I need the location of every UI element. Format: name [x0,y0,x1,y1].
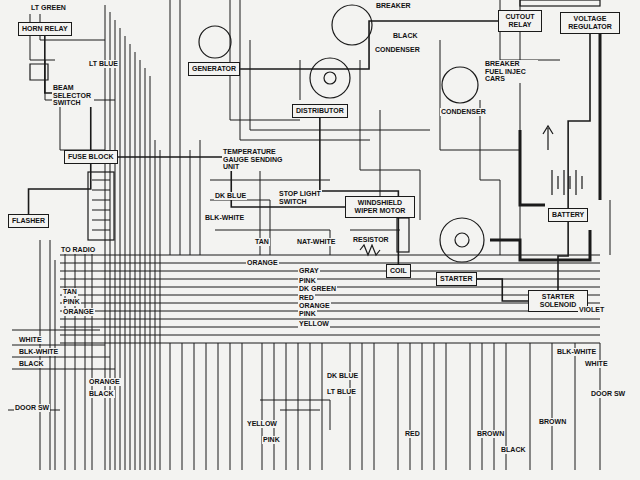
wire-label: BROWN [538,418,567,426]
wire-label: BLACK [500,446,527,454]
wire-label: CONDENSER [440,108,487,116]
wire-label: TEMPERATURE GAUGE SENDING UNIT [222,148,296,171]
resistor-symbol [360,245,380,255]
component-name: CUTOUT RELAY [502,13,538,29]
wire-label: BEAM SELECTOR SWITCH [52,84,94,107]
wire-label: PINK [62,298,81,306]
starter-hub [455,233,469,247]
wire-label: DK BLUE [326,372,359,380]
component-box: VOLTAGE REGULATOR [560,12,620,34]
wire-label: BROWN [476,430,505,438]
battery-cable [490,20,600,260]
distributor-center [324,72,336,84]
component-box: STARTER [436,272,477,286]
wire-group [8,0,610,470]
wire-label: PINK [298,310,317,318]
component-name: STARTER SOLENOID [532,293,584,309]
breaker-symbol [332,5,372,45]
far-left-wires [8,14,115,470]
wire-label: ORANGE [62,308,95,316]
component-name: FLASHER [12,217,45,225]
wire-label: BLACK [392,32,419,40]
bottom-drops [170,343,600,470]
fuse-links [92,180,110,230]
generator-symbol [199,26,231,58]
component-box: DISTRIBUTOR [292,104,348,118]
wire-label: VIOLET [578,306,605,314]
wire-label: RED [404,430,421,438]
fuse-block-symbol [88,172,114,240]
wire-label: CONDENSER [374,46,421,54]
wire-label: BREAKER [375,2,412,10]
component-box: GENERATOR [188,62,240,76]
wire-label: BLK-WHITE [18,348,59,356]
wire-label: LT GREEN [30,4,67,12]
component-name: HORN RELAY [22,25,68,33]
wire-label: YELLOW [246,420,278,428]
wire-label: NAT-WHITE [296,238,336,246]
component-name: BATTERY [552,211,584,219]
component-box: FUSE BLOCK [64,150,118,164]
wire-label: WHITE [18,336,43,344]
wire-connector [558,222,568,290]
wire-label: DK GREEN [298,285,337,293]
wire-label: LT BLUE [88,60,119,68]
component-box: BATTERY [548,208,588,222]
wire-label: PINK [298,277,317,285]
component-name: DISTRIBUTOR [296,107,344,115]
component-box: FLASHER [8,214,49,228]
component-box: WINDSHIELD WIPER MOTOR [345,196,415,218]
component-name: FUSE BLOCK [68,153,114,161]
wire-label: GRAY [298,267,320,275]
wire-label: BLK-WHITE [556,348,597,356]
wire-label: BREAKER FUEL INJEC CARS [484,60,538,83]
wire-label: YELLOW [298,320,330,328]
wire-label: STOP LIGHT SWITCH [278,190,322,205]
regulator-symbol [520,0,600,6]
left-bundle [105,5,160,470]
component-name: VOLTAGE REGULATOR [564,15,616,31]
wire-connector [477,279,528,301]
starter-symbol [440,218,484,262]
wire-label: RESISTOR [352,236,390,244]
component-name: GENERATOR [192,65,236,73]
component-name: WINDSHIELD WIPER MOTOR [349,199,411,215]
wire-label: DOOR SW [14,404,50,412]
wire-connector [29,164,91,214]
wire-label: BLACK [88,390,115,398]
distributor-cap [310,58,350,98]
component-box: CUTOUT RELAY [498,10,542,32]
component-symbols [30,0,600,262]
wire-label: BLACK [18,360,45,368]
wire-connector [568,34,590,208]
wire-label: PINK [262,436,281,444]
upper-wires [170,0,610,255]
wire-label: ORANGE [298,302,331,310]
wire-label: ORANGE [88,378,121,386]
wire-label: TAN [62,288,78,296]
ground-arrow [543,126,553,150]
wire-label: BLK-WHITE [204,214,245,222]
battery-plates [552,170,582,195]
component-box: HORN RELAY [18,22,72,36]
wire-label: WHITE [584,360,609,368]
component-box: COIL [386,264,411,278]
component-name: STARTER [440,275,473,283]
wire-connector [240,21,498,69]
main-harness [60,255,600,343]
fuel-injection-breaker [442,67,478,103]
component-name: COIL [390,267,407,275]
wire-label: RED [298,294,315,302]
wire-label: LT BLUE [326,388,357,396]
wire-label: DK BLUE [214,192,247,200]
wire-label: ORANGE [246,259,279,267]
wire-label: DOOR SW [590,390,626,398]
wire-label: TAN [254,238,270,246]
wire-label: TO RADIO [60,246,96,254]
